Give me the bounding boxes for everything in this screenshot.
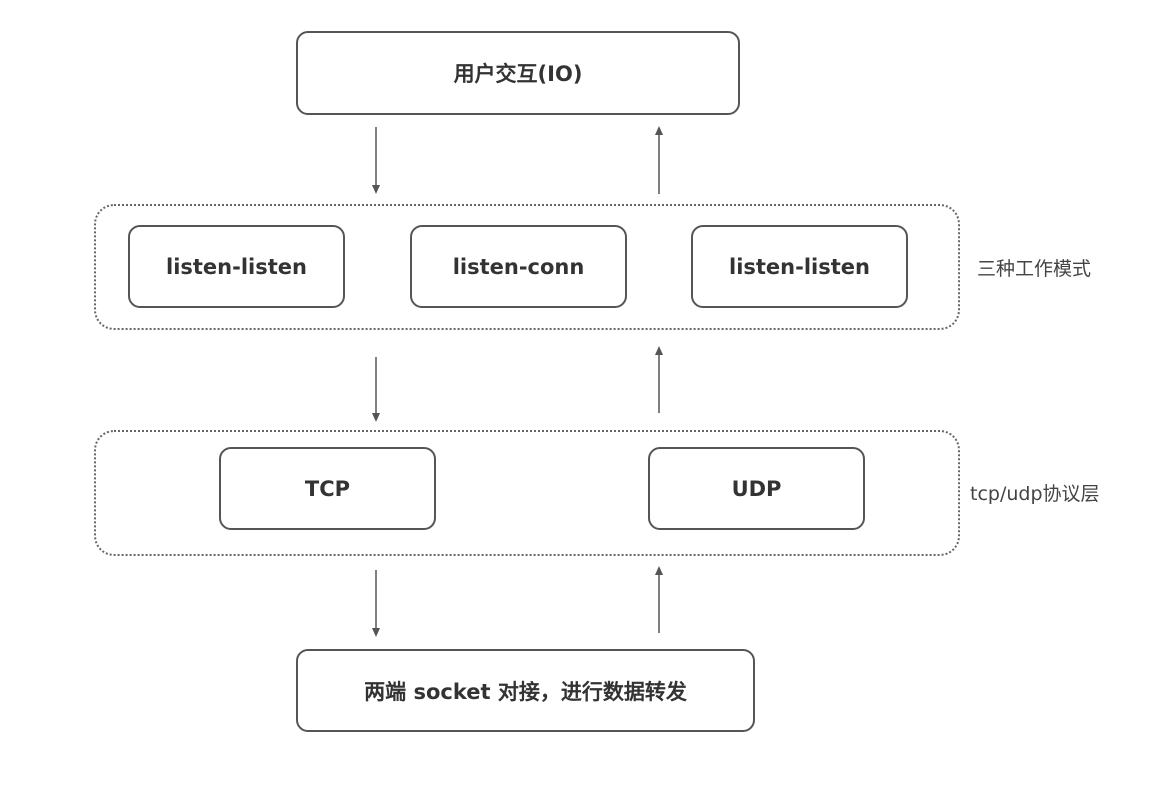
working-modes-label: 三种工作模式 (977, 258, 1092, 280)
user-io-box: 用户交互(IO) (296, 31, 740, 115)
socket-forward-box: 两端 socket 对接，进行数据转发 (296, 649, 755, 732)
mode-label: listen-listen (729, 254, 870, 279)
user-io-label: 用户交互(IO) (453, 62, 583, 86)
protocol-layer-label: tcp/udp协议层 (970, 483, 1100, 505)
mode-box-listen-listen-1: listen-listen (128, 225, 345, 308)
mode-label: listen-listen (166, 254, 307, 279)
tcp-label: TCP (304, 476, 351, 501)
working-modes-group (94, 204, 960, 330)
protocol-layer-group (94, 430, 960, 556)
udp-label: UDP (731, 476, 782, 501)
mode-label: listen-conn (452, 254, 585, 279)
udp-box: UDP (648, 447, 865, 530)
tcp-box: TCP (219, 447, 436, 530)
socket-forward-label: 两端 socket 对接，进行数据转发 (364, 679, 687, 704)
mode-box-listen-conn: listen-conn (410, 225, 627, 308)
mode-box-listen-listen-2: listen-listen (691, 225, 908, 308)
